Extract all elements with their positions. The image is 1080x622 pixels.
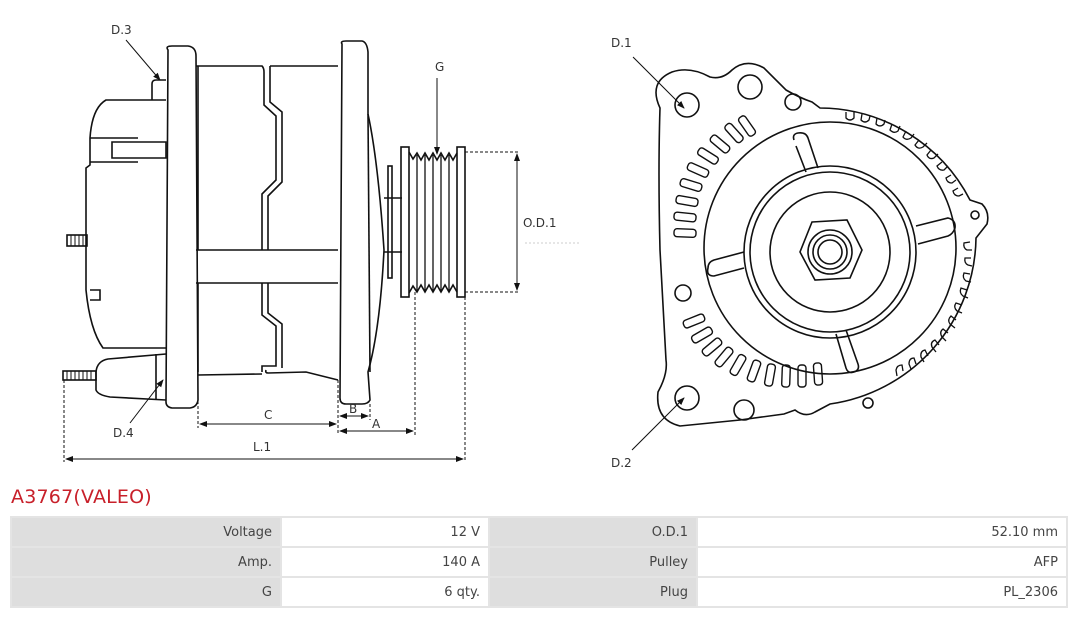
spec-label: G	[12, 578, 280, 606]
rear-cover	[85, 99, 166, 349]
spec-value: PL_2306	[698, 578, 1066, 606]
spec-value: 140 A	[282, 548, 488, 576]
spec-value: 12 V	[282, 518, 488, 546]
spec-row: Voltage 12 V O.D.1 52.10 mm	[12, 518, 1066, 546]
rear-flange	[165, 45, 199, 409]
label-d3: D.3	[111, 23, 132, 37]
spec-value: AFP	[698, 548, 1066, 576]
shaft-nut-icon	[799, 219, 863, 281]
d4-leader	[129, 379, 164, 424]
spec-row: G 6 qty. Plug PL_2306	[12, 578, 1066, 606]
spec-label: O.D.1	[490, 518, 696, 546]
pulley-rim-front	[456, 146, 466, 298]
cooling-slots	[673, 115, 824, 388]
label-od1: O.D.1	[523, 216, 556, 230]
spec-label: Pulley	[490, 548, 696, 576]
spec-label: Amp.	[12, 548, 280, 576]
product-title: A3767(VALEO)	[11, 486, 152, 508]
label-a: A	[372, 417, 381, 431]
side-view-labels: D.3 G O.D.1 B C A D.4 L.1	[111, 23, 556, 454]
spec-value: 6 qty.	[282, 578, 488, 606]
spoke-bottom	[835, 329, 860, 374]
top-hole	[737, 74, 763, 100]
spec-label: Voltage	[12, 518, 280, 546]
label-b: B	[349, 402, 357, 416]
technical-drawing: D.3 G O.D.1 B C A D.4 L.1	[62, 23, 989, 470]
label-d4: D.4	[113, 426, 134, 440]
label-d1: D.1	[611, 36, 632, 50]
front-view	[655, 62, 989, 427]
pulley-face	[769, 191, 891, 313]
label-g: G	[435, 60, 444, 74]
pulley-spacer	[387, 165, 393, 279]
spec-row: Amp. 140 A Pulley AFP	[12, 548, 1066, 576]
d2-leader	[631, 397, 685, 451]
front-housing-outline	[655, 62, 989, 427]
pulley-rim-rear	[400, 146, 410, 298]
shaft-center	[817, 239, 843, 265]
d3-leader	[125, 39, 161, 81]
spec-table: Voltage 12 V O.D.1 52.10 mm Amp. 140 A P…	[10, 516, 1068, 608]
label-d2: D.2	[611, 456, 632, 470]
label-l1: L.1	[253, 440, 271, 454]
plug-body	[95, 353, 167, 401]
spoke-left	[706, 251, 745, 277]
d3-lug	[151, 79, 166, 100]
housing-ring	[703, 121, 957, 375]
side-view	[62, 40, 466, 409]
front-view-dimensions	[631, 56, 685, 451]
terminal-bolt-upper	[66, 234, 88, 247]
label-c: C	[264, 408, 272, 422]
bottom-hole	[733, 399, 755, 421]
front-view-labels: D.1 D.2	[611, 36, 632, 470]
stator-body	[196, 65, 338, 251]
d1-leader	[632, 56, 685, 109]
front-flange	[339, 40, 385, 405]
side-view-dimensions	[63, 39, 580, 462]
spec-label: Plug	[490, 578, 696, 606]
spec-value: 52.10 mm	[698, 518, 1066, 546]
vent-notches	[845, 112, 973, 377]
spoke-top	[792, 132, 819, 173]
spoke-right	[915, 217, 956, 245]
terminal-bolt-lower	[62, 370, 97, 381]
d1-hole	[674, 92, 700, 118]
d2-hole	[674, 385, 700, 411]
